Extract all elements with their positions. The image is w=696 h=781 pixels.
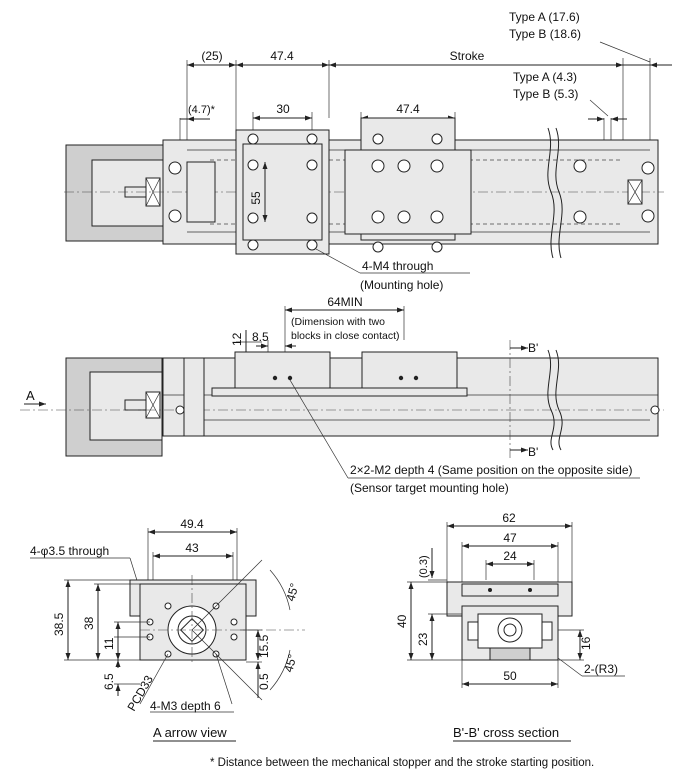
dim-38-5-label: 38.5 bbox=[52, 612, 66, 636]
radius-label: 2-(R3) bbox=[584, 662, 618, 676]
dim-24-label: 24 bbox=[503, 549, 517, 563]
section-caption: B'-B' cross section bbox=[453, 725, 559, 740]
a-view-caption: A arrow view bbox=[153, 725, 227, 740]
dim-6-5-label: 6.5 bbox=[102, 673, 116, 690]
dim-55-label: 55 bbox=[249, 191, 263, 205]
hole-note-label: 4-φ3.5 through bbox=[30, 544, 109, 558]
dim-16-label: 16 bbox=[579, 636, 593, 650]
dim-8-5-label: 8.5 bbox=[252, 330, 269, 344]
side-block-1 bbox=[234, 351, 331, 391]
close-note-line2: blocks in close contact) bbox=[291, 330, 400, 342]
dim-12-label: 12 bbox=[230, 332, 244, 346]
section-b-bottom-label: B' bbox=[528, 445, 538, 459]
dim-47-label: 47 bbox=[503, 531, 517, 545]
dim-64min-label: 64MIN bbox=[327, 295, 362, 309]
m3-note-label: 4-M3 depth 6 bbox=[150, 699, 221, 713]
dim-40-label: 40 bbox=[395, 614, 409, 628]
dim-4-7-label: (4.7)* bbox=[188, 104, 216, 116]
dim-47-4-label: 47.4 bbox=[270, 49, 294, 63]
mounting-note-line2: (Mounting hole) bbox=[360, 278, 443, 292]
dim-49-4-label: 49.4 bbox=[180, 517, 204, 531]
type-b-outer-label: Type B (18.6) bbox=[509, 27, 581, 41]
dim-43-label: 43 bbox=[185, 541, 199, 555]
side-view: 64MIN (Dimension with two blocks in clos… bbox=[20, 295, 664, 495]
sensor-note-line1: 2×2-M2 depth 4 (Same position on the opp… bbox=[350, 463, 633, 477]
a-arrow-view: 49.4 43 4-φ3.5 through 45° 45° 38.5 bbox=[30, 517, 305, 742]
dim-11-label: 11 bbox=[102, 637, 116, 650]
dim-38-label: 38 bbox=[82, 616, 96, 630]
top-view: (25) 47.4 Stroke Type A (17.6) Type B (1… bbox=[64, 10, 672, 292]
angle-2-label: 45° bbox=[281, 652, 299, 673]
section-b-top-label: B' bbox=[528, 341, 538, 355]
type-b-inner-label: Type B (5.3) bbox=[513, 87, 578, 101]
type-a-inner-label: Type A (4.3) bbox=[513, 70, 577, 84]
dim-23-label: 23 bbox=[416, 632, 430, 646]
dim-47-4-b-label: 47.4 bbox=[396, 102, 420, 116]
footnote: * Distance between the mechanical stoppe… bbox=[210, 757, 594, 769]
close-note-line1: (Dimension with two bbox=[291, 316, 385, 328]
angle-1-label: 45° bbox=[283, 581, 301, 602]
mounting-note-line1: 4-M4 through bbox=[362, 259, 433, 273]
dim-0-3-label: (0.3) bbox=[418, 555, 430, 578]
dim-25-label: (25) bbox=[201, 49, 222, 63]
arrow-a-label: A bbox=[26, 388, 35, 403]
dim-62-label: 62 bbox=[502, 511, 516, 525]
dim-0-5-label: 0.5 bbox=[257, 673, 271, 690]
stroke-label: Stroke bbox=[450, 49, 485, 63]
sensor-note-line2: (Sensor target mounting hole) bbox=[350, 481, 509, 495]
dim-15-5-label: 15.5 bbox=[257, 634, 271, 658]
cross-section-view: 62 47 24 40 23 (0.3) 16 bbox=[395, 511, 625, 742]
type-a-outer-label: Type A (17.6) bbox=[509, 10, 580, 24]
dim-50-label: 50 bbox=[503, 669, 517, 683]
side-block-2 bbox=[361, 351, 458, 391]
dim-30-label: 30 bbox=[276, 102, 290, 116]
